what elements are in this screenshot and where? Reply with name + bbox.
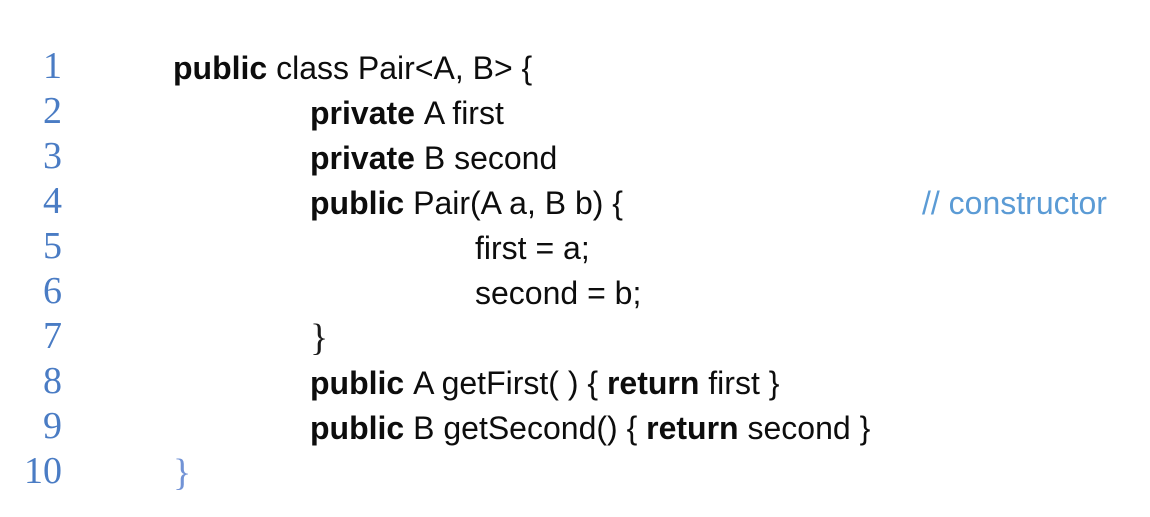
code-segment: class Pair<A, B> {: [276, 50, 533, 86]
closing-brace: }: [173, 452, 192, 494]
code-text: public class Pair<A, B> {: [173, 46, 532, 91]
line-number: 7: [43, 315, 62, 357]
code-text: second = b;: [475, 271, 641, 316]
code-segment: Pair(A a, B b) {: [413, 185, 623, 221]
code-line: 1 public class Pair<A, B> {: [0, 44, 1150, 89]
code-line: 5 first = a;: [0, 224, 1150, 269]
line-number: 5: [43, 225, 62, 267]
code-keyword: public: [173, 50, 277, 86]
code-text: }: [173, 451, 191, 497]
line-number: 3: [43, 135, 62, 177]
line-number: 6: [43, 270, 62, 312]
code-line: 3 private B second: [0, 134, 1150, 179]
code-segment: first = a;: [475, 230, 590, 266]
line-number: 1: [43, 45, 62, 87]
line-number: 2: [43, 90, 62, 132]
code-text: private B second: [310, 136, 557, 181]
code-line: 10}: [0, 449, 1150, 494]
line-number: 10: [24, 450, 62, 492]
code-segment: A getFirst( ) {: [413, 365, 607, 401]
code-text: public Pair(A a, B b) {: [310, 181, 623, 226]
code-keyword: public: [310, 365, 414, 401]
line-number: 9: [43, 405, 62, 447]
code-segment: first }: [708, 365, 780, 401]
code-line: 8 public A getFirst( ) { return first }: [0, 359, 1150, 404]
code-segment: second = b;: [475, 275, 642, 311]
line-number: 4: [43, 180, 62, 222]
code-line: 2 private A first: [0, 89, 1150, 134]
code-segment: second }: [747, 410, 871, 446]
code-comment: // constructor: [922, 185, 1107, 221]
code-line: 9 public B getSecond() { return second }: [0, 404, 1150, 449]
line-number: 8: [43, 360, 62, 402]
code-listing: 1 public class Pair<A, B> { 2 private A fir…: [0, 44, 1150, 494]
code-text: }: [310, 316, 328, 362]
code-keyword: public: [310, 185, 414, 221]
code-line: 6 second = b;: [0, 269, 1150, 314]
code-text: private A first: [310, 91, 504, 136]
code-text: public A getFirst( ) { return first }: [310, 361, 779, 406]
code-segment: B getSecond() {: [413, 410, 647, 446]
code-text: first = a;: [475, 226, 590, 271]
code-keyword: private: [310, 95, 424, 131]
code-keyword: return: [646, 410, 748, 446]
code-line: 7}: [0, 314, 1150, 359]
code-keyword: private: [310, 140, 424, 176]
code-segment: B second: [423, 140, 558, 176]
code-segment: A first: [423, 95, 504, 131]
closing-brace: }: [310, 317, 329, 359]
code-text: public B getSecond() { return second }: [310, 406, 870, 451]
code-keyword: return: [606, 365, 709, 401]
code-keyword: public: [310, 410, 414, 446]
code-line: 4 public Pair(A a, B b) { // constructor: [0, 179, 1150, 224]
